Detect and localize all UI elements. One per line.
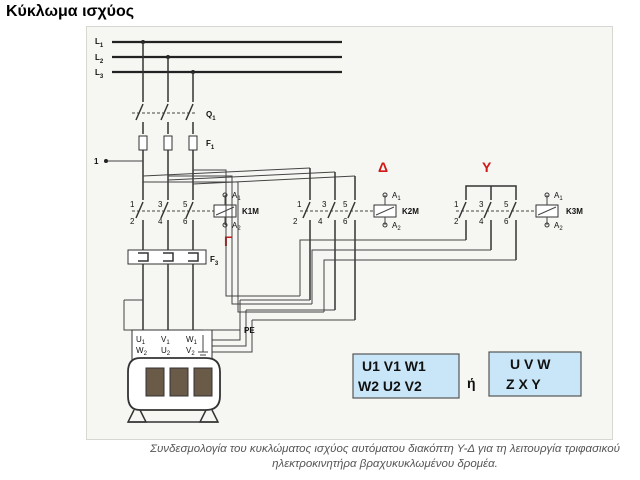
svg-text:V2: V2 <box>186 346 195 357</box>
label-l1: L1 <box>95 37 104 49</box>
svg-text:3: 3 <box>479 200 484 209</box>
interconnect-wiring <box>123 169 516 353</box>
k1m-contactor: 1 3 5 2 4 6 A1 A2 K1M <box>130 191 259 250</box>
label-delta: Δ <box>378 159 388 175</box>
svg-text:6: 6 <box>343 217 348 226</box>
svg-text:5: 5 <box>183 200 188 209</box>
svg-text:A2: A2 <box>554 221 563 232</box>
f3-thermal-relay: F3 Γ <box>127 233 233 330</box>
label-or: ή <box>467 375 476 391</box>
svg-text:1: 1 <box>130 200 135 209</box>
svg-text:2: 2 <box>293 217 298 226</box>
k3m-contactor: Υ 1 3 5 2 4 6 A1 A2 K3M <box>454 159 583 260</box>
terminal-box-right: U V W Z X Y <box>488 351 582 397</box>
svg-text:1: 1 <box>297 200 302 209</box>
label-k2m: K2M <box>402 207 419 216</box>
svg-text:2: 2 <box>130 217 135 226</box>
svg-text:U1: U1 <box>136 335 146 346</box>
svg-text:6: 6 <box>183 217 188 226</box>
label-k1m: K1M <box>242 207 259 216</box>
label-input-1: 1 <box>94 157 99 166</box>
svg-text:4: 4 <box>158 217 163 226</box>
svg-text:U1 V1 W1: U1 V1 W1 <box>362 358 426 374</box>
label-k3m: K3M <box>566 207 583 216</box>
motor: U1 V1 W1 W2 U2 V2 PE <box>126 326 255 423</box>
svg-text:4: 4 <box>479 217 484 226</box>
svg-text:3: 3 <box>158 200 163 209</box>
svg-text:A1: A1 <box>232 191 241 202</box>
svg-text:W1: W1 <box>186 335 198 346</box>
svg-text:4: 4 <box>318 217 323 226</box>
svg-text:1: 1 <box>454 200 459 209</box>
svg-text:U V W: U V W <box>510 356 551 372</box>
svg-text:A1: A1 <box>392 191 401 202</box>
label-gamma: Γ <box>224 233 233 249</box>
svg-text:A2: A2 <box>392 221 401 232</box>
svg-text:W2: W2 <box>136 346 148 357</box>
svg-text:A1: A1 <box>554 191 563 202</box>
page-title: Κύκλωμα ισχύος <box>6 3 135 20</box>
svg-text:3: 3 <box>322 200 327 209</box>
svg-text:W2 U2 V2: W2 U2 V2 <box>358 378 422 394</box>
svg-text:6: 6 <box>504 217 509 226</box>
svg-text:5: 5 <box>343 200 348 209</box>
svg-text:2: 2 <box>454 217 459 226</box>
bus-bars: L1 L2 L3 <box>95 37 342 80</box>
label-pe: PE <box>244 326 255 335</box>
label-f1: F1 <box>206 139 215 151</box>
svg-text:5: 5 <box>504 200 509 209</box>
label-l3: L3 <box>95 68 104 80</box>
label-ypsilon: Υ <box>482 159 492 175</box>
label-l2: L2 <box>95 53 104 65</box>
svg-text:F3: F3 <box>210 255 219 267</box>
svg-text:A2: A2 <box>232 221 241 232</box>
terminal-box-left: U1 V1 W1 W2 U2 V2 <box>352 353 460 399</box>
svg-text:U2: U2 <box>161 346 171 357</box>
label-q1: Q1 <box>206 110 216 122</box>
svg-text:V1: V1 <box>161 335 170 346</box>
svg-text:Z X Y: Z X Y <box>506 376 541 392</box>
figure-caption: Συνδεσμολογία του κυκλώματος ισχύος αυτό… <box>150 443 620 470</box>
k2m-contactor: Δ 1 3 5 2 4 6 A1 A2 K2M <box>293 159 419 320</box>
